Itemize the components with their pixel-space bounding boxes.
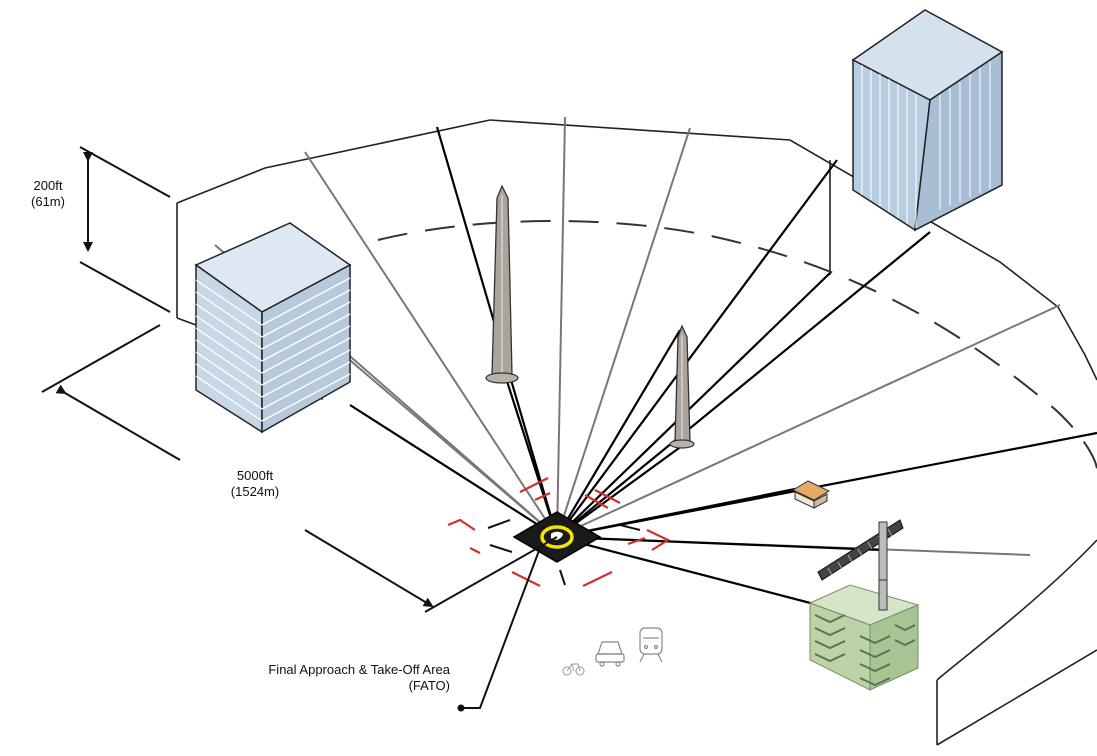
train-icon — [639, 627, 663, 663]
fato-leader-line — [463, 547, 541, 709]
radius-ft-text: 5000ft — [236, 468, 274, 483]
fato-label: Final Approach & Take-Off Area (FATO) — [150, 662, 450, 694]
height-ft-text: 200ft — [33, 178, 63, 193]
fato-red-markers — [447, 477, 671, 587]
bicycle-icon — [562, 663, 585, 676]
green-building — [808, 579, 920, 691]
radius-dimension — [41, 324, 558, 613]
fato-leader-dot — [457, 704, 465, 712]
obelisk-tower-tall — [485, 184, 519, 384]
radius-label: 5000ft (1524m) — [210, 468, 300, 500]
mid-rise-building — [194, 222, 352, 434]
radius-m-text: (1524m) — [230, 484, 280, 499]
height-label: 200ft (61m) — [18, 178, 78, 210]
dashed-ring — [377, 220, 1097, 471]
transmission-tower — [817, 519, 904, 611]
fato-label-line2: (FATO) — [408, 678, 450, 693]
height-dimension — [79, 146, 171, 313]
height-m-text: (61m) — [31, 194, 65, 209]
obelisk-tower-short — [669, 324, 695, 449]
house-icon — [791, 480, 831, 509]
black-rays — [349, 126, 1097, 607]
car-icon — [595, 641, 625, 667]
tall-glass-building — [851, 9, 1004, 232]
fato-black-markers — [487, 519, 641, 586]
obstacle-surface-outline — [176, 119, 1097, 746]
fato-label-line1: Final Approach & Take-Off Area — [268, 662, 450, 677]
